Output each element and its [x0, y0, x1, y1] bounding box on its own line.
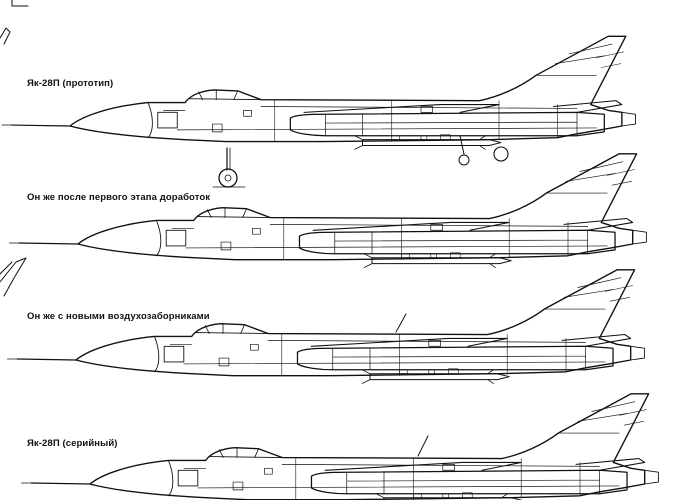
aircraft-prototype-side-view — [1, 35, 637, 151]
aircraft-first-stage-side-view — [8, 153, 648, 269]
serial-antenna — [417, 435, 429, 457]
caption-new-intakes: Он же с новыми воздухозаборниками — [27, 311, 210, 322]
caption-prototype: Як-28П (прототип) — [27, 78, 114, 89]
left-edge-partial-drawing-mid — [0, 257, 27, 297]
caption-serial: Як-28П (серийный) — [27, 438, 118, 449]
prototype-tail-wheel — [493, 146, 509, 162]
prototype-front-landing-gear — [212, 147, 246, 188]
left-edge-partial-drawing-top — [0, 27, 11, 45]
caption-first-stage: Он же после первого этапа доработок — [27, 192, 211, 203]
new-intakes-antenna — [395, 313, 407, 333]
prototype-rear-landing-gear — [458, 135, 470, 166]
aircraft-serial-side-view — [20, 393, 660, 500]
aircraft-new-intakes-side-view — [6, 269, 646, 385]
